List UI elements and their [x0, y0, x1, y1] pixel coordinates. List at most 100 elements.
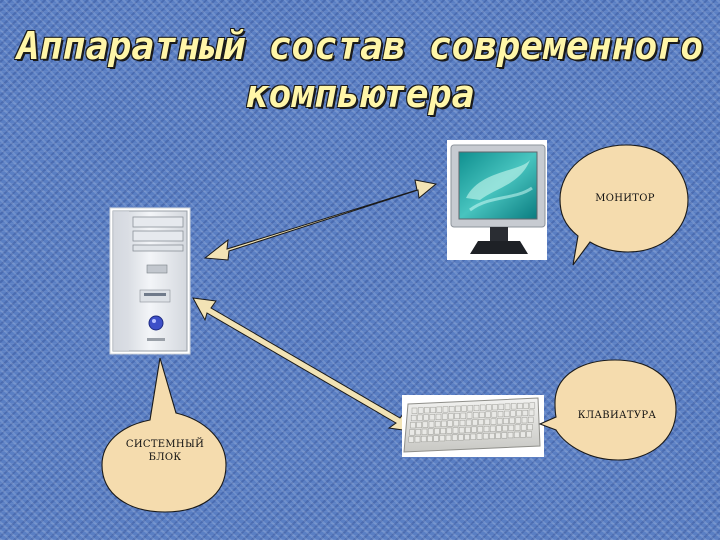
keyboard-key	[528, 409, 535, 416]
keyboard-key	[508, 424, 515, 431]
keyboard-key	[514, 424, 521, 431]
keyboard-key	[517, 402, 523, 410]
keyboard-key	[451, 434, 458, 441]
keyboard-key	[458, 427, 465, 434]
keyboard-key	[492, 404, 498, 411]
keyboard-key	[495, 432, 501, 439]
keyboard-key	[422, 421, 429, 428]
keyboard-key	[501, 432, 508, 439]
keyboard-key	[440, 427, 446, 435]
keyboard-key	[520, 424, 527, 431]
keyboard-key	[410, 422, 416, 429]
keyboard-key	[515, 417, 522, 424]
keyboard-key	[486, 404, 492, 411]
keyboard-key	[472, 412, 479, 419]
keyboard-key	[445, 434, 452, 441]
keyboard-key	[441, 413, 448, 420]
keyboard-key	[478, 419, 484, 426]
keyboard-key	[489, 425, 496, 432]
keyboard-key	[428, 421, 435, 428]
keyboard-key	[417, 414, 423, 421]
keyboard-key	[470, 433, 477, 440]
keyboard-key	[435, 413, 442, 420]
keyboard-key	[421, 428, 428, 435]
title-line-2: компьютера	[245, 72, 475, 116]
page-title: Аппаратный состав современного компьютер…	[0, 22, 720, 118]
monitor-label: МОНИТОР	[595, 193, 655, 204]
keyboard-key	[483, 425, 490, 433]
keyboard-key	[442, 406, 449, 413]
keyboard-key	[461, 405, 467, 412]
keyboard-key	[477, 426, 484, 433]
keyboard-key	[436, 406, 443, 413]
keyboard-key	[466, 412, 473, 419]
keyboard-key	[482, 433, 489, 440]
system-unit-label-line-1: СИСТЕМНЫЙ	[125, 439, 205, 450]
keyboard-key	[527, 416, 534, 423]
keyboard-key	[423, 414, 429, 421]
keyboard-key	[503, 410, 510, 417]
keyboard-key	[527, 424, 533, 431]
keyboard-key	[420, 435, 427, 443]
keyboard-key	[496, 418, 503, 425]
keyboard-key	[452, 427, 459, 434]
arrow-keyboard-system-unit	[192, 297, 411, 432]
keyboard-key	[510, 403, 517, 410]
keyboard-key	[510, 410, 516, 417]
keyboard-key	[489, 432, 495, 440]
keyboard-key	[427, 435, 433, 442]
keyboard-key	[454, 412, 460, 420]
keyboard-key	[424, 407, 430, 414]
keyboard-key	[467, 405, 474, 412]
system-unit-label-line-2: БЛОК	[148, 452, 182, 463]
keyboard-key	[513, 431, 520, 438]
keyboard-key	[497, 411, 504, 418]
keyboard-key	[509, 417, 515, 424]
monitor-icon	[447, 140, 547, 260]
arrow-system-unit-monitor	[203, 179, 438, 261]
keyboard-key	[479, 411, 485, 418]
callout-system-unit	[101, 357, 227, 513]
keyboard-key	[523, 402, 529, 409]
keyboard-key	[408, 436, 415, 443]
keyboard-key	[416, 421, 422, 428]
system-unit-icon	[109, 207, 191, 355]
keyboard-key	[471, 426, 477, 433]
keyboard-key	[503, 417, 509, 425]
keyboard-icon	[402, 395, 544, 457]
keyboard-key	[522, 409, 529, 417]
keyboard-key	[411, 407, 418, 414]
keyboard-key	[472, 419, 478, 426]
keyboard-key	[434, 421, 441, 428]
keyboard-key	[465, 419, 472, 426]
keyboard-key	[433, 435, 439, 442]
callout-keyboard	[538, 359, 677, 461]
keyboard-key	[417, 407, 424, 414]
title-line-1: Аппаратный состав современного	[16, 24, 704, 68]
keyboard-key	[521, 417, 528, 424]
keyboard-key	[491, 411, 498, 418]
keyboard-key	[430, 406, 436, 414]
keyboard-key	[460, 412, 467, 419]
keyboard-key	[484, 418, 491, 425]
keyboard-key	[485, 411, 491, 418]
keyboard-key	[439, 435, 446, 442]
keyboard-key	[448, 406, 455, 413]
keyboard-key	[453, 420, 460, 427]
keyboard-key	[414, 436, 421, 443]
keyboard-key	[476, 433, 483, 440]
keyboard-key	[434, 428, 440, 435]
keyboard-key	[490, 418, 497, 425]
keyboard-key	[504, 403, 511, 410]
callout-monitor	[559, 144, 689, 266]
keyboard-key	[410, 414, 417, 422]
keyboard-key	[455, 405, 461, 412]
keyboard-key	[441, 420, 447, 427]
keyboard-key	[507, 432, 514, 439]
keyboard-keys	[408, 402, 536, 443]
keyboard-key	[526, 431, 532, 438]
keyboard-key	[465, 426, 471, 433]
keyboard-key	[529, 402, 536, 409]
keyboard-key	[446, 427, 453, 434]
